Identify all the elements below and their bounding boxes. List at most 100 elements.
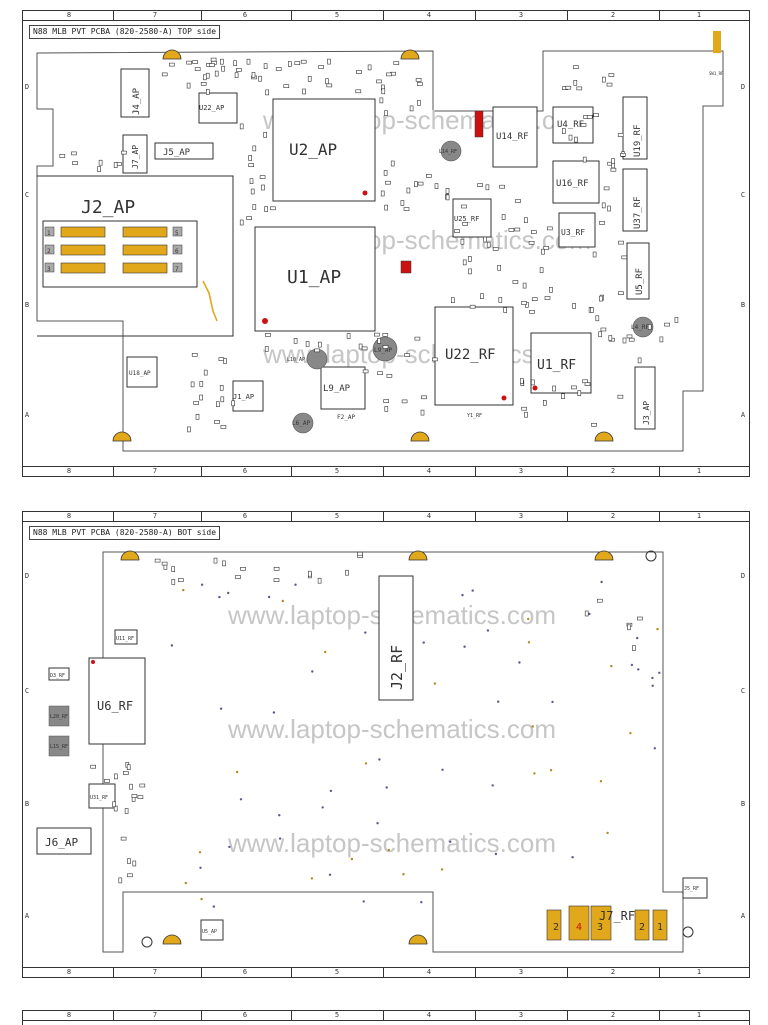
smd-pad <box>586 115 593 119</box>
smd-pad <box>318 65 324 69</box>
test-via <box>518 661 521 664</box>
smd-pad <box>477 183 483 187</box>
smd-pad <box>273 578 280 582</box>
column-label: 1 <box>696 512 702 520</box>
smd-pad <box>154 558 161 563</box>
smd-pad <box>596 598 603 603</box>
smd-pad <box>512 280 519 284</box>
smd-pad <box>552 385 556 392</box>
test-via <box>422 641 425 644</box>
column-label: 2 <box>610 1011 616 1019</box>
ic-u16-rf: U16_RF <box>552 160 600 204</box>
column-label: 4 <box>426 1011 432 1019</box>
smd-pad <box>383 170 388 176</box>
smd-pad <box>529 309 535 314</box>
smd-pad <box>114 773 118 780</box>
smd-pad <box>607 205 611 212</box>
column-label: 5 <box>334 512 340 520</box>
smd-pad <box>592 251 597 258</box>
column-label: 2 <box>610 968 616 976</box>
smd-pad <box>434 183 439 189</box>
smd-pad <box>205 72 210 79</box>
smd-pad <box>386 373 393 378</box>
pin-label: 3 <box>597 922 603 933</box>
smd-pad <box>480 293 484 300</box>
smd-pad <box>265 89 269 96</box>
smd-pad <box>294 61 301 66</box>
bottom-side-panel: 8 7 6 5 4 3 2 1 D C B A D C B A www.lapt… <box>22 511 750 978</box>
component-label: L14_RF <box>439 149 457 155</box>
row-label: C <box>24 191 30 199</box>
column-label: 6 <box>242 968 248 976</box>
ic-u31-rf: U31_RF <box>88 783 116 809</box>
smd-pad <box>572 303 576 309</box>
smd-pad <box>261 184 265 191</box>
column-label: 2 <box>610 512 616 520</box>
smd-pad <box>417 181 424 186</box>
column-label: 3 <box>518 467 524 475</box>
smd-pad <box>307 570 312 577</box>
smd-pad <box>498 297 503 303</box>
test-via <box>278 814 281 817</box>
column-label: 6 <box>242 11 248 19</box>
column-ruler-bottom: 8 7 6 5 4 3 2 1 <box>23 466 749 476</box>
smd-pad <box>287 61 292 67</box>
ic-u1-ap: U1_AP <box>254 226 376 332</box>
smd-pad <box>618 240 624 245</box>
smd-pad <box>252 145 257 152</box>
ic-u22-ap: U22_AP <box>198 92 238 124</box>
smd-pad <box>246 216 252 220</box>
smd-pad <box>584 610 589 617</box>
smd-pad <box>632 645 636 651</box>
smd-pad <box>194 67 201 71</box>
smd-pad <box>264 206 268 212</box>
smd-pad <box>460 238 465 245</box>
column-label: 7 <box>152 467 158 475</box>
smd-pad <box>178 578 184 582</box>
smd-pad <box>425 174 432 178</box>
smd-pad <box>400 200 405 206</box>
smd-pad <box>637 357 642 364</box>
smd-pad <box>574 136 578 143</box>
smd-pad <box>377 371 383 376</box>
test-via <box>441 768 444 771</box>
component-label: U37_RF <box>633 196 643 229</box>
connector-j2-rf: J2_RF <box>378 575 414 701</box>
smd-pad <box>571 385 577 390</box>
smd-pad <box>192 60 198 64</box>
smd-pad <box>221 65 225 72</box>
test-via <box>182 588 185 592</box>
column-label: 3 <box>518 11 524 19</box>
inductor-l14-rf <box>440 140 462 162</box>
smd-pad <box>250 188 255 195</box>
smd-pad <box>539 267 544 273</box>
smd-pad <box>305 341 310 347</box>
test-via <box>329 789 333 793</box>
test-via <box>571 856 574 859</box>
ic-u2-ap: U2_AP <box>272 98 376 202</box>
test-via <box>588 612 591 616</box>
smd-pad <box>72 161 78 165</box>
smd-pad <box>514 227 521 232</box>
pin-label: 2 <box>639 922 645 933</box>
smd-pad <box>240 566 246 571</box>
ic-u14-rf: U14_RF <box>492 106 538 168</box>
pin-label: 6 <box>175 248 179 255</box>
component-label: J2_RF <box>388 645 406 690</box>
smd-pad <box>544 296 551 300</box>
component-label: D3_RF <box>50 673 65 679</box>
connector-j7-rf: J7_RF 2 4 3 2 1 <box>546 905 668 941</box>
smd-pad <box>417 100 421 106</box>
column-label: 2 <box>610 467 616 475</box>
test-via <box>440 868 444 871</box>
smd-pad <box>461 204 467 209</box>
smd-pad <box>406 187 411 194</box>
smd-pad <box>503 307 508 313</box>
test-via <box>402 873 405 876</box>
smd-pad <box>561 128 566 134</box>
smd-pad <box>468 268 472 275</box>
smd-pad <box>239 123 244 130</box>
row-label: A <box>740 411 746 419</box>
smd-pad <box>384 204 389 211</box>
test-via <box>376 822 379 825</box>
